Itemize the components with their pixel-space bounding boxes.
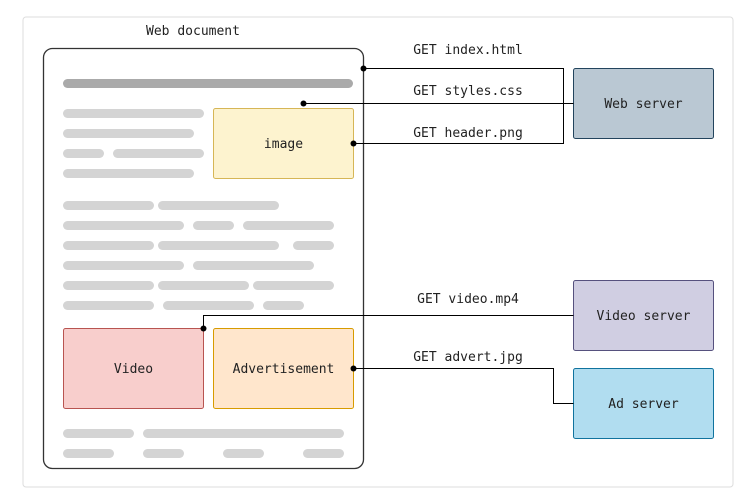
request-label-styles: GET styles.css xyxy=(413,84,523,99)
text-placeholder xyxy=(158,241,279,250)
text-placeholder xyxy=(143,429,344,438)
connector-index-header xyxy=(353,68,564,144)
text-placeholder xyxy=(63,261,184,270)
text-placeholder-group-bottom xyxy=(63,429,344,458)
text-placeholder xyxy=(293,241,334,250)
web-server-label: Web server xyxy=(604,97,682,112)
text-placeholder-group-top xyxy=(63,109,204,178)
text-placeholder xyxy=(253,281,334,290)
text-placeholder xyxy=(63,109,204,118)
connector-dot xyxy=(350,140,357,147)
document-title: Web document xyxy=(146,24,240,39)
text-placeholder xyxy=(63,149,104,158)
ad-server-label: Ad server xyxy=(608,397,679,412)
text-placeholder xyxy=(63,201,154,210)
text-placeholder xyxy=(193,221,234,230)
video-server-label: Video server xyxy=(597,309,691,324)
text-placeholder xyxy=(63,129,194,138)
request-label-advert: GET advert.jpg xyxy=(413,350,523,365)
connector-dot xyxy=(300,100,307,107)
text-placeholder xyxy=(63,449,114,458)
connector-dot xyxy=(200,325,207,332)
text-placeholder xyxy=(63,301,154,310)
text-placeholder xyxy=(193,261,314,270)
text-placeholder xyxy=(303,449,344,458)
image-label: image xyxy=(264,137,303,152)
document-heading-placeholder xyxy=(63,79,353,88)
request-label-header: GET header.png xyxy=(413,126,523,141)
text-placeholder xyxy=(63,281,154,290)
connector-dot xyxy=(350,365,357,372)
text-placeholder xyxy=(143,449,184,458)
connector-dot xyxy=(360,65,367,72)
text-placeholder xyxy=(163,301,254,310)
text-placeholder xyxy=(158,281,249,290)
text-placeholder-group-body xyxy=(63,201,334,310)
text-placeholder xyxy=(63,429,134,438)
text-placeholder xyxy=(243,221,334,230)
text-placeholder xyxy=(158,201,279,210)
text-placeholder xyxy=(263,301,304,310)
video-label: Video xyxy=(114,362,153,377)
text-placeholder xyxy=(63,241,154,250)
video-block xyxy=(63,328,204,409)
connector-advert xyxy=(353,368,574,404)
text-placeholder xyxy=(223,449,264,458)
text-placeholder xyxy=(63,169,194,178)
connector-video xyxy=(203,315,574,329)
text-placeholder xyxy=(63,221,184,230)
advertisement-label: Advertisement xyxy=(233,362,335,377)
text-placeholder xyxy=(113,149,204,158)
request-label-index: GET index.html xyxy=(413,43,523,58)
request-label-video: GET video.mp4 xyxy=(417,292,519,307)
